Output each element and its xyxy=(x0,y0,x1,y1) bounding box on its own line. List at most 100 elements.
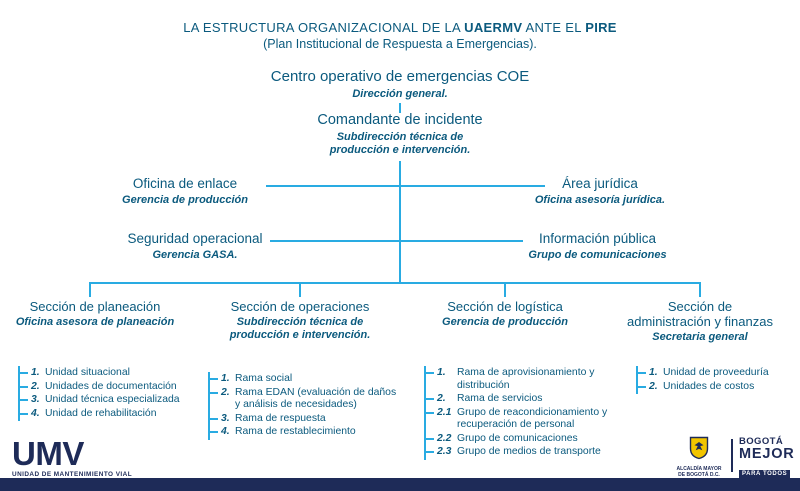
section-title: Sección de operaciones xyxy=(230,299,370,314)
section-planeacion-list: 1. Unidad situacional 2.Unidades de docum… xyxy=(18,366,204,421)
item-text: Grupo de medios de transporte xyxy=(457,446,601,457)
node-seguridad: Seguridad operacional Gerencia GASA. xyxy=(110,231,280,262)
node-comandante-label: Comandante de incidente xyxy=(317,112,483,128)
mejor-word: MEJOR xyxy=(739,446,795,462)
connector-juridica xyxy=(401,185,545,187)
connector-coe-comandante xyxy=(399,103,401,113)
tick-icon xyxy=(20,372,28,374)
section-subtitle: Gerencia de producción xyxy=(442,316,568,328)
node-juridica-sub: Oficina asesoría jurídica. xyxy=(534,194,666,206)
umv-wordmark: UMV xyxy=(12,435,84,472)
section-logistica-list: 1. Rama de aprovisionamiento y distribuci… xyxy=(424,366,616,460)
list-item: 1. Rama de aprovisionamiento y distribuci… xyxy=(426,367,616,392)
item-text: Unidades de costos xyxy=(663,380,755,392)
node-informacion-sub: Grupo de comunicaciones xyxy=(528,249,667,261)
item-text: Rama EDAN (evaluación de daños y análisi… xyxy=(235,386,397,411)
section-administracion-header: Sección de administración y finanzas Sec… xyxy=(625,299,775,344)
alcaldia-logo: ALCALDÍA MAYOR DE BOGOTÁ D.C. xyxy=(671,436,727,478)
list-item: 1. Unidad situacional xyxy=(20,367,204,380)
bogota-mejor-logo: BOGOTÁ MEJOR PARA TODOS xyxy=(739,437,795,480)
connector-enlace xyxy=(266,185,400,187)
section-operaciones-header: Sección de operaciones Subdirección técn… xyxy=(212,299,388,342)
item-number: 3. xyxy=(31,394,40,405)
tick-icon xyxy=(638,372,646,374)
item-text: Unidad técnica especializada xyxy=(45,394,180,405)
item-number: 1. xyxy=(649,367,658,378)
title-bold-uaermv: UAERMV xyxy=(464,20,523,35)
section-logistica-header: Sección de logística Gerencia de producc… xyxy=(415,299,595,329)
node-comandante-sub: Subdirección técnica de producción e int… xyxy=(329,131,471,156)
tick-icon xyxy=(20,412,28,415)
node-juridica-label: Área jurídica xyxy=(562,176,638,191)
list-item: 2. Rama de servicios xyxy=(426,393,616,406)
alcaldia-line2: DE BOGOTÁ D.C. xyxy=(678,472,720,478)
list-item: 2.Rama EDAN (evaluación de daños y análi… xyxy=(210,387,400,412)
bogota-word: BOGOTÁ xyxy=(739,436,784,447)
list-item: 4.Unidad de rehabilitación xyxy=(20,408,204,421)
title-text: LA ESTRUCTURA ORGANIZACIONAL DE LA xyxy=(183,20,465,35)
connector-sections-horizontal xyxy=(89,282,701,284)
footer-logo-divider xyxy=(731,439,733,472)
drop-operaciones xyxy=(299,282,301,297)
item-number: 2. xyxy=(31,380,40,392)
item-number: 4. xyxy=(31,407,40,419)
list-item: 1.Unidad de proveeduría xyxy=(638,367,791,380)
list-item: 3.Rama de respuesta xyxy=(210,413,400,426)
item-number: 1. xyxy=(437,367,446,378)
section-subtitle: Subdirección técnica de producción e int… xyxy=(229,316,371,341)
tick-icon xyxy=(426,398,434,400)
section-subtitle: Secretaria general xyxy=(652,331,748,343)
tick-icon xyxy=(210,378,218,380)
node-comandante: Comandante de incidente Subdirección téc… xyxy=(270,112,530,157)
node-coe-sub: Dirección general. xyxy=(352,88,448,100)
list-item: 3. Unidad técnica especializada xyxy=(20,394,204,407)
item-number: 4. xyxy=(221,426,230,437)
connector-informacion xyxy=(401,240,523,242)
item-number: 2.3 xyxy=(437,446,452,457)
item-number: 1. xyxy=(31,367,40,378)
list-item: 2. Unidades de costos xyxy=(638,381,791,394)
node-informacion: Información pública Grupo de comunicacio… xyxy=(520,231,675,262)
section-title: Sección de planeación xyxy=(29,299,161,314)
item-text: Rama social xyxy=(235,373,293,384)
item-number: 2. xyxy=(437,393,446,404)
section-title: Sección de administración y finanzas xyxy=(627,299,773,329)
list-item: 2.1 Grupo de reacondicionamiento y recupe… xyxy=(426,407,616,432)
list-item: 1. Rama social xyxy=(210,373,400,386)
item-text: Unidad situacional xyxy=(45,367,130,378)
alcaldia-text: ALCALDÍA MAYOR DE BOGOTÁ D.C. xyxy=(671,466,727,478)
item-text: Rama de servicios xyxy=(457,393,543,404)
drop-planeacion xyxy=(89,282,91,297)
tick-icon xyxy=(210,391,218,394)
node-enlace-label: Oficina de enlace xyxy=(132,176,238,191)
page-subtitle: (Plan Institucional de Respuesta a Emerg… xyxy=(263,37,537,51)
list-item: 2.3 Grupo de medios de transporte xyxy=(426,446,616,459)
tick-icon xyxy=(638,385,646,388)
section-administracion-list: 1.Unidad de proveeduría 2. Unidades de co… xyxy=(636,366,791,394)
tick-icon xyxy=(210,417,218,420)
footer-bar xyxy=(0,478,800,491)
item-text: Rama de aprovisionamiento y distribución xyxy=(457,367,595,391)
tick-icon xyxy=(426,411,434,414)
title-bold-pire: PIRE xyxy=(585,20,617,35)
umv-logo: UMV UNIDAD DE MANTENIMIENTO VIAL xyxy=(12,437,132,478)
item-number: 2. xyxy=(649,380,658,392)
umv-tagline: UNIDAD DE MANTENIMIENTO VIAL xyxy=(12,471,133,478)
item-number: 2.1 xyxy=(437,406,452,418)
list-item: 2.Unidades de documentación xyxy=(20,381,204,394)
item-number: 1. xyxy=(221,373,230,384)
tick-icon xyxy=(426,451,434,453)
para-todos-badge: PARA TODOS xyxy=(739,469,791,479)
item-text: Rama de respuesta xyxy=(235,412,326,424)
node-seguridad-sub: Gerencia GASA. xyxy=(152,249,238,261)
node-juridica: Área jurídica Oficina asesoría jurídica. xyxy=(525,176,675,207)
item-number: 2.2 xyxy=(437,432,452,444)
title-text: ANTE EL xyxy=(522,20,586,35)
section-subtitle: Oficina asesora de planeación xyxy=(15,316,175,328)
item-text: Rama de restablecimiento xyxy=(235,426,356,437)
item-text: Grupo de reacondicionamiento y recuperac… xyxy=(457,406,608,431)
node-enlace-sub: Gerencia de producción xyxy=(122,194,248,206)
alcaldia-line1: ALCALDÍA MAYOR xyxy=(676,466,722,472)
